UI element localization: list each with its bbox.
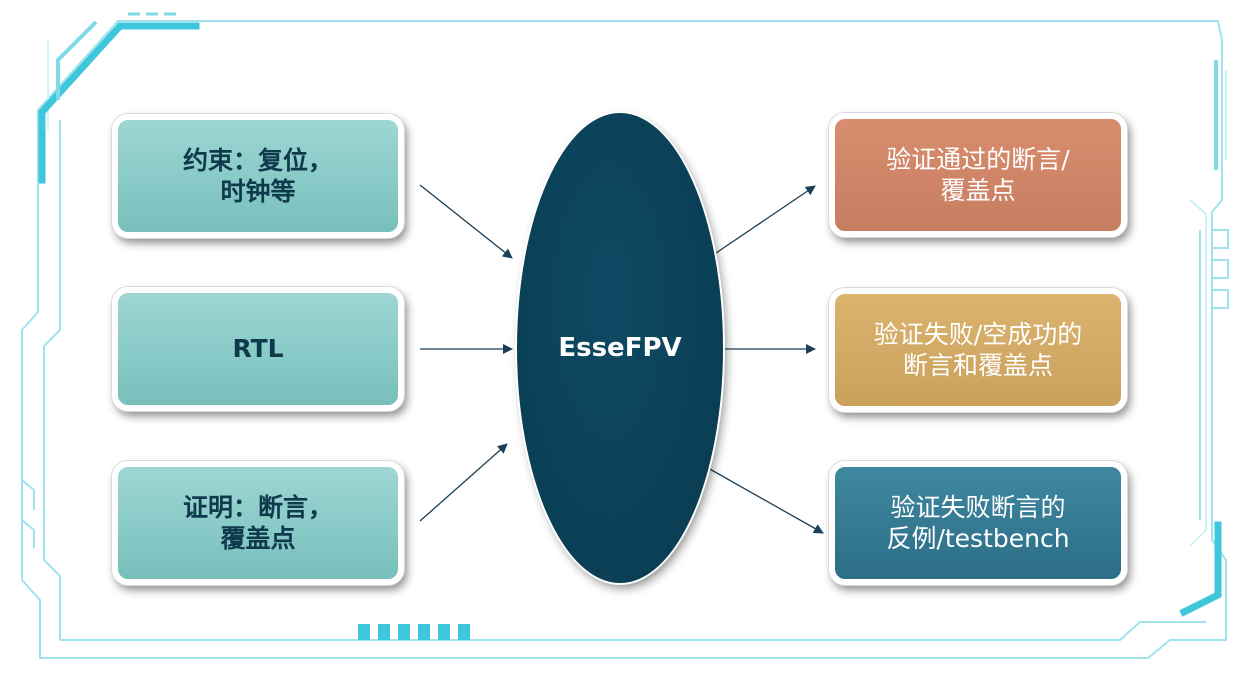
input-label-rtl: RTL [232,334,284,364]
output-label-counterexample: 验证失败断言的 反例/testbench [886,492,1070,553]
output-label-failed-vacuous: 验证失败/空成功的 断言和覆盖点 [873,319,1083,380]
input-box-proof-targets: 证明：断言， 覆盖点 [112,461,404,585]
output-label-verified: 验证通过的断言/ 覆盖点 [886,144,1070,205]
tool-label: EsseFPV [558,333,682,363]
output-box-counterexample: 验证失败断言的 反例/testbench [829,461,1127,585]
output-box-verified: 验证通过的断言/ 覆盖点 [829,113,1127,237]
tool-node-essefpv: EsseFPV [517,113,723,583]
input-label-proof-targets: 证明：断言， 覆盖点 [182,492,333,553]
output-box-failed-vacuous: 验证失败/空成功的 断言和覆盖点 [829,288,1127,412]
input-box-rtl: RTL [112,287,404,411]
input-label-constraints: 约束：复位， 时钟等 [182,145,333,206]
input-box-constraints: 约束：复位， 时钟等 [112,114,404,238]
